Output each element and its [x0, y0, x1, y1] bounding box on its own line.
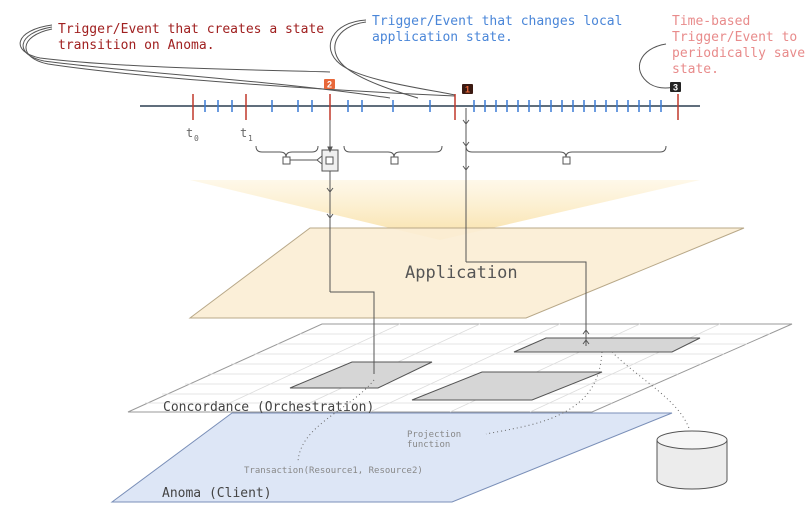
- concordance-block-middle: [411, 371, 603, 401]
- label-t1: t: [240, 126, 247, 140]
- brace-1-node: [282, 156, 291, 165]
- projection-function-label: Projection function: [407, 430, 461, 450]
- arrow-head-up-1: [582, 329, 590, 335]
- arrow-head-b1-3: [462, 165, 470, 171]
- badge-3-text: 3: [673, 83, 678, 93]
- arrow-head-up-2: [582, 339, 590, 345]
- annotation-local-state-line2: application state.: [372, 30, 513, 45]
- label-t0: t: [186, 126, 193, 140]
- merge-box-node: [325, 156, 334, 165]
- projection-label-line2: function: [407, 440, 450, 450]
- concordance-block-right: [513, 337, 701, 353]
- database-icon: [656, 430, 728, 490]
- brace-3: [465, 145, 667, 158]
- anoma-label: Anoma (Client): [162, 486, 272, 501]
- dotted-transaction: [297, 379, 375, 463]
- dotted-database: [611, 351, 691, 432]
- brace-3-node: [562, 156, 571, 165]
- concordance-grid: [145, 323, 770, 413]
- flow-lines: [326, 108, 590, 374]
- badge-1-text: 1: [465, 85, 470, 95]
- callout-leaders: [19, 19, 677, 99]
- projection-label-line1: Projection: [407, 430, 461, 440]
- concordance-block-left: [289, 361, 433, 389]
- annotation-state-transition: Trigger/Event that creates a state trans…: [58, 22, 324, 53]
- timeline-braces: [255, 145, 667, 165]
- projection-beam: [190, 180, 700, 240]
- dotted-projection-function: [485, 351, 603, 435]
- concordance-plane: Concordance (Orchestration): [127, 323, 793, 415]
- annotation-periodic-save-line2: Trigger/Event to: [672, 30, 797, 45]
- line-to-concordance-right: [466, 261, 587, 346]
- arrow-head-merge-2: [326, 213, 334, 219]
- transaction-label: Transaction(Resource1, Resource2): [244, 466, 423, 476]
- anoma-plane: Anoma (Client): [110, 412, 673, 503]
- brace-1: [255, 145, 319, 158]
- arrow-head-b1-1: [462, 119, 470, 125]
- annotation-periodic-save-line3: periodically save: [672, 46, 805, 61]
- timeline: t 0 t 1 2 1 3: [140, 79, 700, 143]
- application-plane: Application: [188, 227, 745, 319]
- badge-2-text: 2: [327, 80, 332, 90]
- timeline-red-ticks: [192, 94, 679, 120]
- label-t1-sub: 1: [248, 134, 253, 143]
- annotation-periodic-save-line4: state.: [672, 62, 719, 77]
- concordance-label: Concordance (Orchestration): [163, 400, 374, 415]
- annotation-local-state-line1: Trigger/Event that changes local: [372, 14, 622, 29]
- annotation-periodic-save: Time-based Trigger/Event to periodically…: [672, 14, 805, 77]
- arrow-head-merge-1: [326, 187, 334, 193]
- badge-1: 1: [462, 84, 473, 95]
- badge-3: 3: [670, 82, 681, 93]
- badge-2: 2: [324, 79, 335, 90]
- timeline-blue-ticks: [204, 100, 662, 112]
- annotation-state-transition-line2: transition on Anoma.: [58, 38, 215, 53]
- application-label: Application: [405, 263, 518, 283]
- annotation-local-state: Trigger/Event that changes local applica…: [372, 14, 622, 45]
- label-t0-sub: 0: [194, 134, 199, 143]
- line-to-concordance-left: [330, 291, 375, 374]
- annotation-state-transition-line1: Trigger/Event that creates a state: [58, 22, 324, 37]
- arrow-head-b1-2: [462, 141, 470, 147]
- brace-2-node: [390, 156, 399, 165]
- projection-dotted-lines: [297, 351, 691, 463]
- annotation-periodic-save-line1: Time-based: [672, 14, 750, 29]
- brace-2: [343, 145, 443, 158]
